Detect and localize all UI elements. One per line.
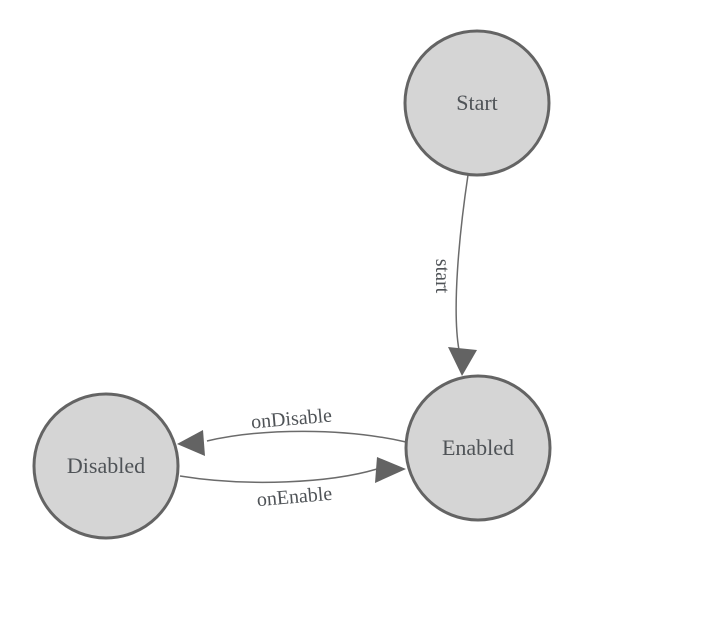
state-node-start-circle: [403, 29, 551, 177]
edge-label-ondisable: onDisable: [250, 405, 333, 434]
arrowhead-start-to-enabled-icon: [448, 347, 477, 376]
state-node-enabled-circle: [404, 374, 552, 522]
state-node-disabled-circle: [32, 392, 180, 540]
state-node-enabled-label: Enabled: [442, 435, 514, 460]
arrowhead-disabled-to-enabled-icon: [375, 457, 406, 483]
edge-start-to-enabled: [455, 174, 469, 351]
state-node-start-label: Start: [456, 90, 498, 115]
edge-enabled-to-disabled: [206, 430, 407, 443]
state-node-enabled: Enabled: [404, 374, 552, 522]
state-node-start: Start: [403, 29, 551, 177]
edge-disabled-to-enabled: [179, 468, 378, 484]
edge-label-start: start: [431, 259, 453, 294]
state-node-disabled-label: Disabled: [67, 453, 145, 478]
arrowhead-enabled-to-disabled-icon: [177, 430, 205, 456]
edge-label-onenable: onEnable: [256, 483, 333, 512]
state-node-disabled: Disabled: [32, 392, 180, 540]
